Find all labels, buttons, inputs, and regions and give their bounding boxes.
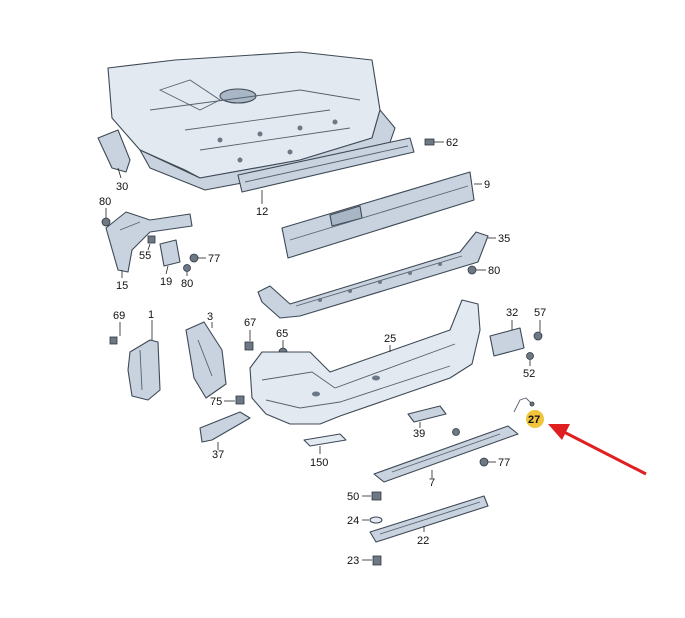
- part-27-sensor-wire: 27: [513, 397, 544, 428]
- red-arrow: [548, 424, 647, 476]
- bolt-57: 57: [533, 307, 546, 341]
- bolt-62: 62: [424, 137, 458, 149]
- highlight-circle: [526, 410, 544, 428]
- label-65: 65: [276, 328, 288, 340]
- part-150-trim: 150: [303, 433, 347, 469]
- label-7: 7: [429, 477, 435, 489]
- part-39-bracket: 39: [407, 405, 447, 440]
- label-25: 25: [384, 333, 396, 345]
- clip-75: 75: [210, 395, 245, 408]
- label-80-b: 80: [181, 278, 193, 290]
- label-3: 3: [207, 311, 213, 323]
- clip-67: 67: [244, 317, 256, 351]
- label-37: 37: [212, 449, 224, 461]
- part-30-bracket: 30: [97, 129, 131, 193]
- label-62: 62: [446, 137, 458, 149]
- label-80-c: 80: [488, 265, 500, 277]
- label-75: 75: [210, 396, 222, 408]
- label-55: 55: [139, 250, 151, 262]
- bolt-77-lower: 77: [452, 428, 510, 469]
- label-12: 12: [256, 206, 268, 218]
- bolt-69: 69: [109, 310, 125, 345]
- label-39: 39: [413, 428, 425, 440]
- label-69: 69: [113, 310, 125, 322]
- label-150: 150: [310, 457, 328, 469]
- label-19: 19: [160, 276, 172, 288]
- part-32-plate-mount: 32: [489, 307, 525, 357]
- label-22: 22: [417, 535, 429, 547]
- clip-50: 50: [347, 491, 382, 503]
- label-50: 50: [347, 491, 359, 503]
- washer-24: 24: [347, 515, 383, 527]
- label-1: 1: [148, 309, 154, 321]
- label-77-a: 77: [208, 253, 220, 265]
- part-1-mount-bracket: 1: [127, 309, 161, 401]
- label-24: 24: [347, 515, 359, 527]
- label-27: 27: [528, 414, 540, 426]
- bolt-23: 23: [347, 555, 382, 567]
- bolt-52: 52: [523, 352, 535, 380]
- label-57: 57: [534, 307, 546, 319]
- label-32: 32: [506, 307, 518, 319]
- label-80-a: 80: [99, 196, 111, 208]
- label-67: 67: [244, 317, 256, 329]
- label-35: 35: [498, 233, 510, 245]
- label-77-b: 77: [498, 457, 510, 469]
- label-9: 9: [484, 179, 490, 191]
- part-7-lower-spoiler: 7: [373, 425, 519, 489]
- part-25-bumper-cover: 25: [249, 299, 481, 425]
- label-23: 23: [347, 555, 359, 567]
- label-30: 30: [116, 181, 128, 193]
- part-3-side-guide: 3: [185, 311, 227, 399]
- part-37-bracket: 37: [199, 411, 251, 461]
- part-9-energy-absorber: 9: [281, 171, 490, 259]
- part-22-diffuser: 22: [369, 495, 489, 547]
- bolt-80-right: 80: [467, 265, 500, 277]
- left-bracket-assembly: 80 15 55 19 77 80: [99, 196, 220, 292]
- part-35-bumper-carrier: 35: [257, 231, 510, 319]
- label-52: 52: [523, 368, 535, 380]
- part-12-impact-bar: 12: [237, 137, 415, 218]
- label-15: 15: [116, 280, 128, 292]
- rear-body-panel: [107, 51, 396, 191]
